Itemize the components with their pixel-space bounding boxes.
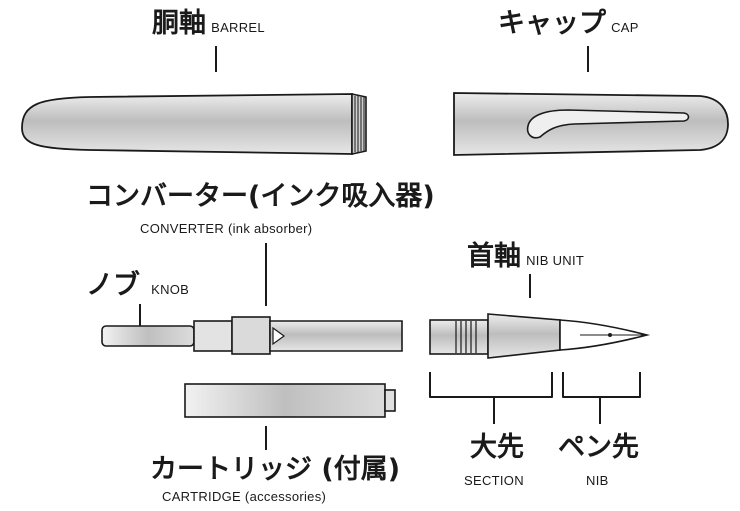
converter-label-ja: コンバーター(インク吸入器)	[86, 181, 435, 212]
knob-label: ノブ KNOB	[86, 272, 189, 299]
barrel-label: 胴軸 BARREL	[152, 10, 265, 37]
nib-unit-part	[429, 313, 651, 359]
cap-part	[453, 92, 729, 156]
section-bracket	[429, 372, 553, 398]
cap-label-ja: キャップ	[498, 8, 606, 39]
nib-bracket	[562, 372, 641, 398]
cap-label-en: CAP	[611, 20, 639, 35]
barrel-part	[21, 93, 367, 155]
knob-label-ja: ノブ	[86, 270, 140, 301]
nib-label-ja: ペン先	[558, 432, 639, 463]
nib-unit-label-ja: 首軸	[467, 241, 521, 272]
section-label-ja: 大先	[470, 432, 524, 463]
cartridge-label-en: CARTRIDGE (accessories)	[162, 489, 327, 504]
section-label-en: SECTION	[464, 473, 524, 488]
knob-label-en: KNOB	[151, 282, 190, 297]
nib-unit-label-en: NIB UNIT	[526, 253, 585, 268]
barrel-label-ja: 胴軸	[152, 8, 206, 39]
cap-label: キャップ CAP	[498, 10, 639, 37]
converter-label-en: CONVERTER (ink absorber)	[140, 221, 313, 236]
nib-unit-label: 首軸 NIB UNIT	[467, 243, 584, 270]
barrel-label-en: BARREL	[211, 20, 265, 35]
cartridge-part	[184, 383, 396, 418]
nib-label-en: NIB	[586, 473, 609, 488]
converter-part	[101, 316, 403, 355]
cartridge-label-ja: カートリッジ (付属)	[150, 454, 401, 485]
cap-clip	[526, 109, 690, 139]
